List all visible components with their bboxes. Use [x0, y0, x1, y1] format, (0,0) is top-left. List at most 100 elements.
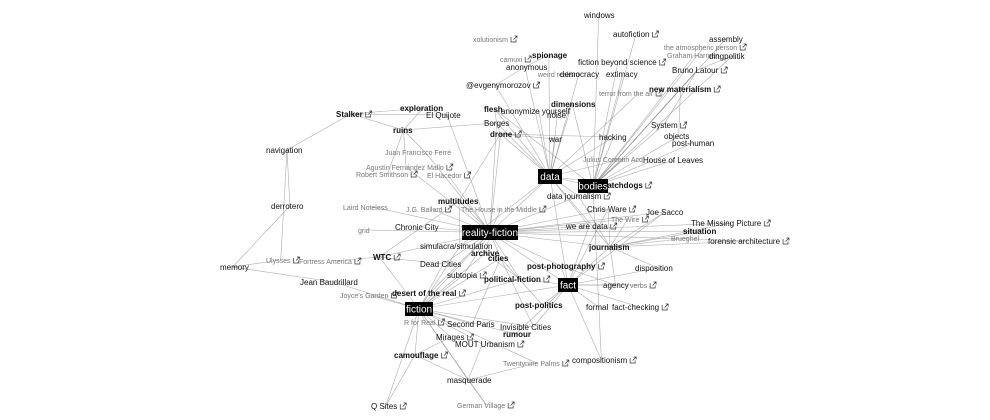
node-ballard[interactable]: J.G. Ballard	[406, 207, 443, 214]
node-thewire[interactable]: The Wire	[611, 217, 640, 224]
node-hacedor[interactable]: El Hacedor	[427, 173, 462, 180]
node-flesh[interactable]: flesh	[484, 105, 503, 114]
external-link-icon[interactable]	[510, 35, 518, 43]
node-mout[interactable]: MOUT Urbanism	[455, 340, 515, 349]
external-link-icon[interactable]	[645, 181, 653, 189]
external-link-icon[interactable]	[479, 271, 487, 279]
external-link-icon[interactable]	[507, 401, 515, 409]
node-disposition[interactable]: disposition	[635, 264, 673, 273]
node-atmospheric[interactable]: the atmospheric person	[664, 45, 737, 52]
node-camuxi[interactable]: camuxi	[500, 57, 523, 64]
external-link-icon[interactable]	[517, 340, 525, 348]
external-link-icon[interactable]	[438, 318, 445, 326]
node-ulysses[interactable]: Ulysses	[266, 258, 291, 265]
node-spionage[interactable]: spionage	[532, 51, 568, 60]
node-simulacra[interactable]: simulacra/simulation	[420, 242, 492, 251]
external-link-icon[interactable]	[410, 170, 418, 178]
node-anonymize[interactable]: anonymize yourself	[501, 107, 571, 116]
node-agency[interactable]: agency	[603, 281, 629, 290]
node-quijote[interactable]: El Quijote	[426, 111, 461, 120]
node-windows[interactable]: windows	[583, 11, 615, 20]
node-joyce[interactable]: Joyce's Garden	[340, 293, 389, 300]
external-link-icon[interactable]	[391, 291, 398, 299]
node-laird[interactable]: Laird Noteless	[343, 205, 388, 212]
external-link-icon[interactable]	[652, 30, 659, 38]
node-subtopia[interactable]: subtopia	[447, 271, 478, 280]
external-link-icon[interactable]	[293, 256, 300, 264]
node-hacking[interactable]: hacking	[599, 133, 627, 142]
external-link-icon[interactable]	[445, 205, 452, 213]
node-secondparis[interactable]: Second Paris	[447, 320, 495, 329]
node-fortress[interactable]: Fortress America	[299, 259, 352, 266]
node-extimacy[interactable]: extimacy	[606, 70, 638, 79]
node-twentynine[interactable]: Twentynine Palms	[503, 361, 560, 368]
node-watchdogs[interactable]: watchdogs	[600, 181, 643, 190]
node-chronic[interactable]: Chronic City	[395, 223, 439, 232]
hub-node-bodies[interactable]: bodies	[578, 179, 608, 193]
node-leaves[interactable]: House of Leaves	[643, 156, 703, 165]
external-link-icon[interactable]	[680, 121, 688, 129]
node-postpolitics[interactable]: post-politics	[515, 301, 563, 310]
external-link-icon[interactable]	[720, 66, 728, 74]
external-link-icon[interactable]	[629, 356, 637, 364]
node-deadcities[interactable]: Dead Cities	[420, 260, 461, 269]
external-link-icon[interactable]	[459, 289, 466, 297]
node-latour[interactable]: Bruno Latour	[672, 66, 719, 75]
node-evgeny[interactable]: @evgenymorozov	[466, 81, 531, 90]
node-navigation[interactable]: navigation	[266, 146, 302, 155]
node-newmat[interactable]: new materialism	[649, 85, 711, 94]
node-objects[interactable]: objects	[664, 132, 689, 141]
external-link-icon[interactable]	[543, 275, 551, 283]
node-jfferre[interactable]: Juan Francisco Ferré	[385, 150, 451, 157]
external-link-icon[interactable]	[354, 257, 362, 265]
external-link-icon[interactable]	[603, 192, 611, 200]
external-link-icon[interactable]	[661, 303, 669, 311]
node-multitudes[interactable]: multitudes	[438, 197, 479, 206]
external-link-icon[interactable]	[782, 237, 790, 245]
node-journalism[interactable]: journalism	[588, 243, 629, 252]
node-forensic[interactable]: forensic architecture	[708, 237, 781, 246]
node-smithson[interactable]: Robert Smithson	[356, 172, 408, 179]
hub-node-fact[interactable]: fact	[558, 278, 578, 292]
node-weird[interactable]: weird realism	[537, 72, 579, 79]
node-invisible[interactable]: Invisible Cities	[500, 323, 551, 332]
external-link-icon[interactable]	[713, 85, 721, 93]
external-link-icon[interactable]	[467, 333, 474, 341]
node-noise[interactable]: noise	[547, 111, 567, 120]
node-wearedata[interactable]: we are data	[565, 222, 608, 231]
node-houseinmiddle[interactable]: The House in the Middle	[461, 207, 537, 214]
external-link-icon[interactable]	[659, 58, 667, 66]
external-link-icon[interactable]	[393, 253, 401, 261]
external-link-icon[interactable]	[399, 402, 407, 410]
node-autofiction[interactable]: autofiction	[613, 30, 649, 39]
node-desert[interactable]: desert of the real	[392, 289, 456, 298]
node-derrotero[interactable]: derrotero	[271, 202, 304, 211]
node-assembly[interactable]: assembly	[709, 35, 743, 44]
node-verbs[interactable]: verbs	[630, 283, 648, 290]
external-link-icon[interactable]	[763, 219, 771, 227]
node-democracy[interactable]: democracy	[560, 70, 599, 79]
external-link-icon[interactable]	[610, 222, 618, 230]
node-composition[interactable]: compositionism	[572, 356, 627, 365]
node-system[interactable]: System	[651, 121, 678, 130]
node-brueghel[interactable]: Brueghel	[671, 236, 699, 243]
node-cities[interactable]: cities	[488, 254, 509, 263]
node-qsites[interactable]: Q Sites	[371, 402, 397, 411]
node-mirages[interactable]: Mirages	[436, 333, 464, 342]
hub-node-data[interactable]: data	[538, 169, 562, 184]
node-masquerade[interactable]: masquerade	[447, 376, 492, 385]
node-rforreal[interactable]: R for Real	[404, 320, 436, 327]
hub-node-reality[interactable]: reality-fiction	[462, 225, 518, 240]
node-joesacco[interactable]: Joe Sacco	[646, 208, 684, 217]
node-memory[interactable]: memory	[220, 263, 249, 272]
external-link-icon[interactable]	[446, 163, 454, 171]
node-postphoto[interactable]: post-photography	[527, 262, 596, 271]
external-link-icon[interactable]	[562, 359, 570, 367]
node-wtc[interactable]: WTC	[373, 253, 391, 262]
external-link-icon[interactable]	[629, 205, 637, 213]
node-factcheck[interactable]: fact-checking	[612, 303, 659, 312]
hub-node-fiction[interactable]: fiction	[405, 302, 433, 316]
node-terror[interactable]: terror from the air	[599, 91, 654, 98]
external-link-icon[interactable]	[441, 351, 448, 359]
node-stalker[interactable]: Stalker	[336, 110, 363, 119]
